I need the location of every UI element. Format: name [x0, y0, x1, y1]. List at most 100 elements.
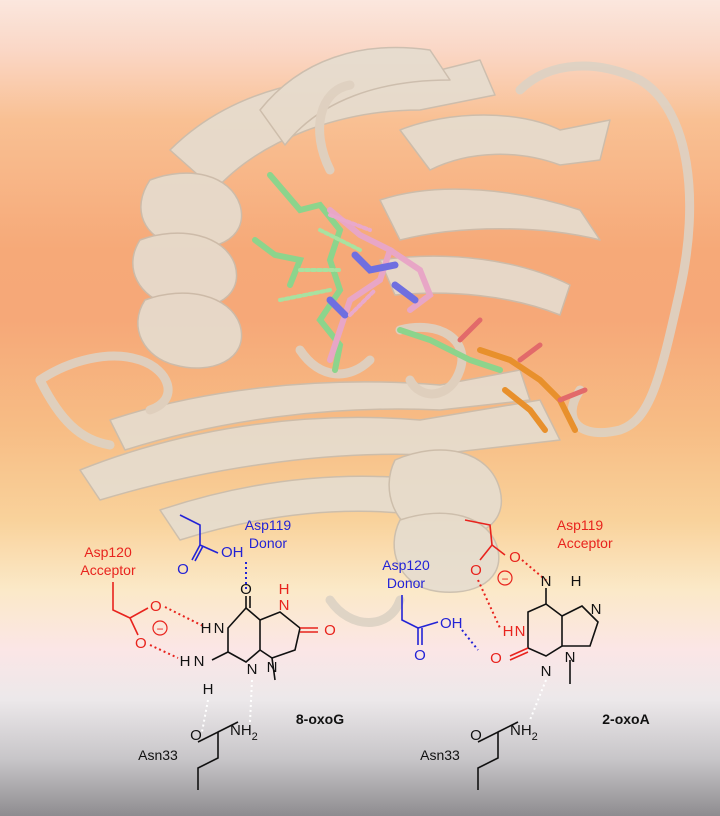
ligand-blue-stick: [391, 281, 419, 304]
right-asp120: [401, 595, 439, 645]
left-carbonyl-8: [300, 627, 318, 633]
right-asn33-label: Asn33: [420, 747, 460, 763]
left-asn33-o: O: [190, 727, 202, 744]
left-amino-h1: H: [180, 653, 191, 670]
left-asp119-o-carbonyl: O: [177, 561, 189, 578]
right-imidazole-ring: [561, 605, 599, 647]
right-asp119-o1: O: [470, 562, 482, 579]
left-asn33-label: Asn33: [138, 747, 178, 763]
right-scheme: Asp119 Acceptor O O − Asp120 Donor O OH: [382, 517, 650, 790]
loop: [395, 322, 467, 399]
left-c2-n: [211, 651, 229, 661]
right-asp120-name: Asp120: [382, 557, 430, 573]
left-amino-h2: H: [203, 681, 214, 698]
left-asn33-nh2: NH2: [230, 722, 258, 743]
alpha-helix: [393, 512, 500, 594]
right-pyrimidine-ring: [527, 603, 563, 657]
loop: [295, 345, 375, 379]
left-asp120-bond: [129, 617, 139, 636]
alpha-helix: [137, 292, 243, 369]
left-charge: −: [156, 622, 163, 636]
right-compound-label: 2-oxoA: [602, 711, 649, 727]
right-asp119-bond: [479, 544, 493, 561]
left-imidazole-ring: [259, 611, 301, 659]
right-ring-n1: N: [515, 623, 526, 640]
ligand-hbond: [318, 228, 362, 252]
right-asp119: [464, 519, 506, 561]
right-ring-n3: N: [541, 663, 552, 680]
right-ring-o2: O: [490, 650, 502, 667]
right-asn33-amide: [497, 721, 519, 733]
left-pyrimidine-ring: [227, 606, 261, 663]
left-compound-label: 8-oxoG: [296, 711, 344, 727]
right-asp120-o: O: [414, 647, 426, 664]
left-ring-o6: O: [240, 581, 252, 598]
beta-strand: [379, 255, 571, 316]
right-hbond-donor: [461, 629, 479, 651]
left-ring-n3: N: [247, 661, 258, 678]
left-ring-h7: H: [279, 581, 290, 598]
right-asp119-name: Asp119: [557, 517, 604, 533]
ligand-hbond: [278, 288, 332, 302]
right-asp119-o2: O: [509, 549, 521, 566]
right-hbond-acceptor-1: [521, 559, 549, 583]
right-asn33: [477, 721, 519, 790]
right-charge-circle: [497, 570, 513, 586]
right-asp120-oh: OH: [440, 615, 463, 632]
left-asn33-chain: [197, 730, 219, 790]
left-asp120-o2: O: [135, 635, 147, 652]
ligand-blue-stick: [351, 251, 399, 274]
right-ring: [509, 588, 599, 684]
loop: [35, 351, 173, 415]
left-asp119-name: Asp119: [245, 517, 292, 533]
ligand-blue-stick: [326, 296, 349, 319]
right-carbonyl-2: [509, 647, 529, 661]
right-asn33-nh2: NH2: [510, 722, 538, 743]
phosphate-stick: [502, 387, 548, 433]
left-ring-n7: N: [279, 597, 290, 614]
alpha-helix: [140, 172, 243, 249]
right-asp119-role: Acceptor: [557, 535, 613, 551]
right-amino-h: H: [571, 573, 582, 590]
ligand-green-stick: [252, 237, 305, 288]
left-ring-h1: H: [201, 620, 212, 637]
loop: [315, 80, 355, 175]
left-hbond-asn-1: [201, 699, 209, 733]
alpha-helix: [132, 232, 238, 309]
left-carbonyl-6: [245, 596, 251, 608]
loop: [35, 375, 115, 450]
right-asp120-carbonyl: [417, 628, 423, 645]
left-asp120-o1: O: [150, 598, 162, 615]
beta-strand: [169, 59, 496, 191]
right-asn33-o: O: [470, 727, 482, 744]
left-ring: [211, 596, 318, 681]
left-asp120-role: Acceptor: [80, 562, 136, 578]
ligand-pink-stick: [387, 247, 434, 313]
left-scheme: O OH Asp119 Donor Asp120 Acceptor O O − …: [80, 514, 344, 790]
left-hbond-acceptor-2: [149, 644, 179, 659]
phosphate-stick: [477, 347, 578, 433]
left-asp119-chain: [179, 514, 219, 554]
left-amino-n: N: [194, 653, 205, 670]
left-asp119: [179, 514, 219, 562]
left-hbond-acceptor-1: [164, 606, 206, 628]
ligand-green-stick: [397, 327, 503, 373]
left-asp120: [112, 582, 149, 636]
left-ring-o8: O: [324, 622, 336, 639]
right-asn33-chain: [477, 730, 499, 790]
beta-strand: [379, 188, 601, 241]
beta-strand: [79, 399, 561, 501]
left-asp119-role: Donor: [249, 535, 287, 551]
right-asp119-chain: [464, 519, 506, 556]
ligand-hbond: [348, 288, 377, 317]
right-hbond-acceptor-2: [477, 579, 501, 629]
left-hbond-asn-2: [249, 679, 253, 723]
left-asp119-carbonyl: [191, 544, 204, 562]
right-ring-h1: H: [503, 623, 514, 640]
left-charge-circle: [152, 620, 168, 636]
right-ring-n7: N: [591, 601, 602, 618]
left-asn33-amide: [217, 721, 239, 733]
left-ring-n9: N: [267, 659, 278, 676]
